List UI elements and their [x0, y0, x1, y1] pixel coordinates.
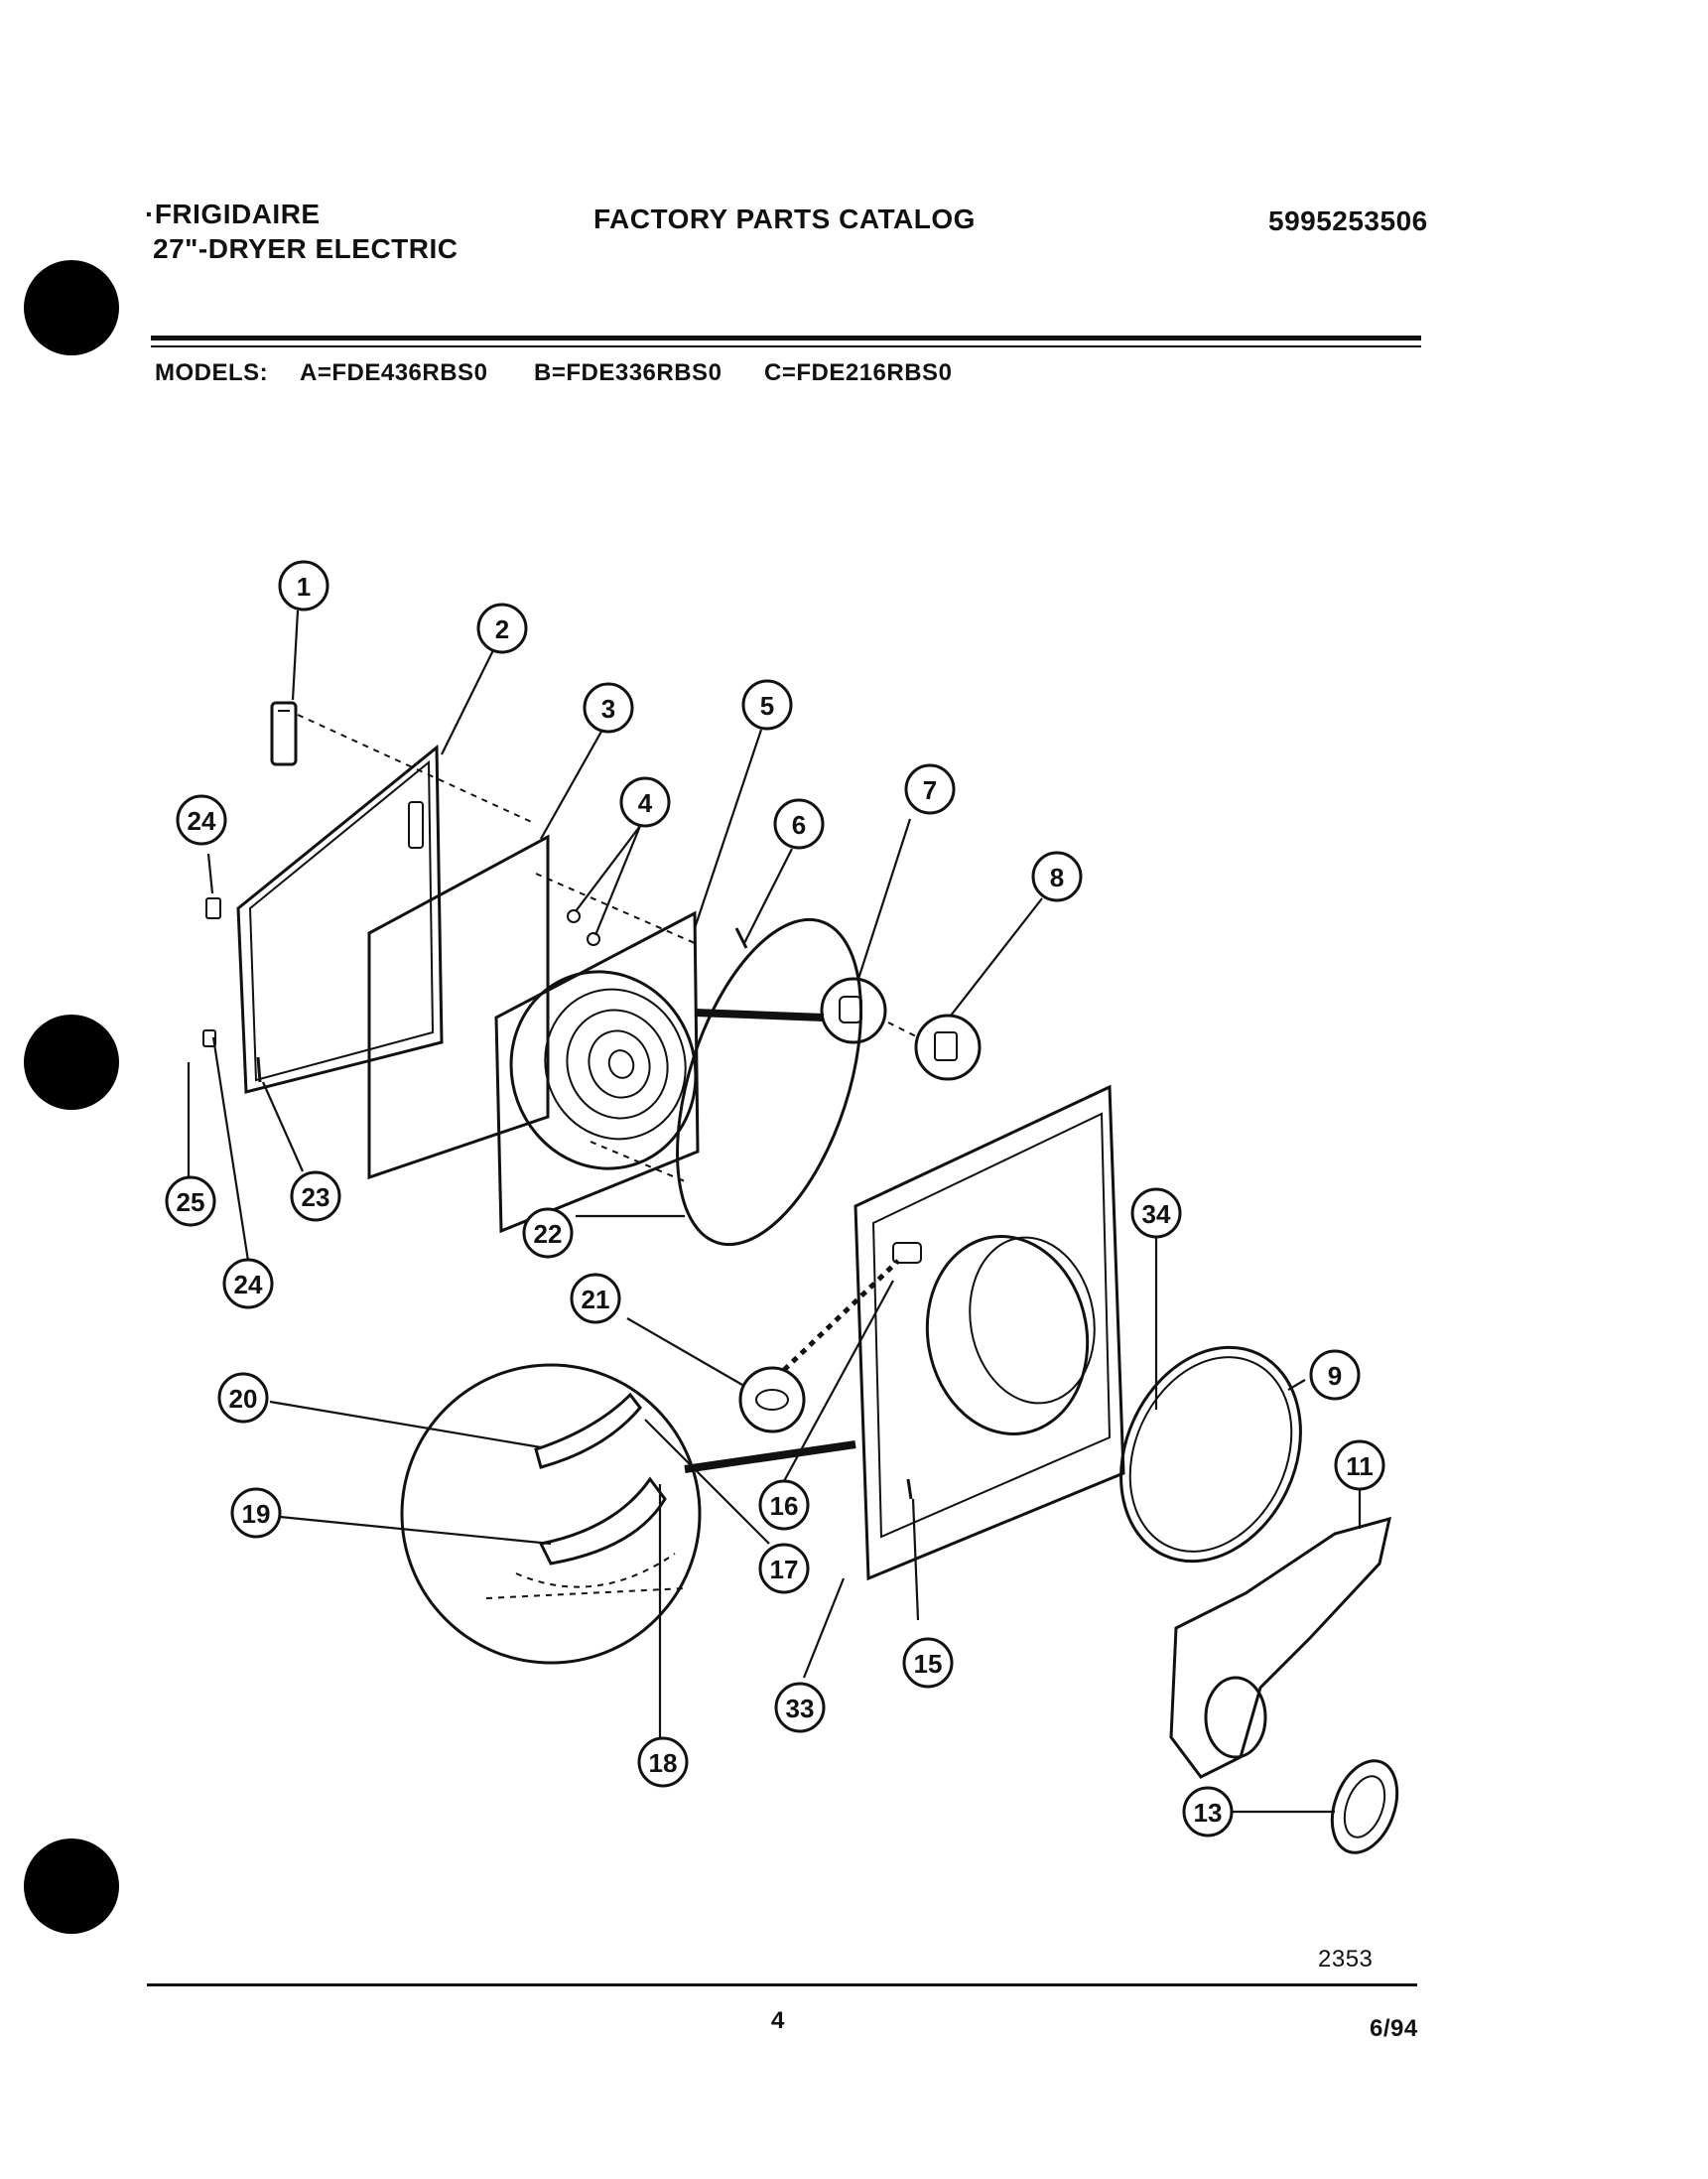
callout-label: 13	[1194, 1798, 1223, 1828]
callout-11: 11	[1334, 1439, 1385, 1491]
callout-label: 9	[1328, 1361, 1342, 1391]
callout-label: 3	[601, 694, 615, 724]
door-handle-part	[270, 701, 298, 766]
screw-part	[734, 927, 748, 949]
strike-detail	[887, 1014, 982, 1081]
outer-door-panel-part	[236, 744, 444, 1094]
callout-label: 7	[923, 775, 937, 805]
catalog-number: 5995253506	[1268, 205, 1428, 236]
model-b: B=FDE336RBS0	[534, 359, 723, 386]
figure-number: 2353	[1318, 1946, 1374, 1973]
door-liner-part	[367, 834, 550, 1180]
callout-label: 1	[297, 572, 311, 602]
callout-9: 9	[1309, 1349, 1361, 1401]
callout-label: 24	[234, 1270, 263, 1299]
callout-label: 18	[649, 1748, 678, 1778]
assembly-line	[535, 873, 696, 944]
brand-name: ·FRIGIDAIRE	[145, 199, 321, 229]
callout-1: 1	[278, 560, 329, 612]
front-bearing-ring-part	[1119, 1345, 1302, 1564]
callout-21: 21	[570, 1273, 621, 1324]
duct-seal-part	[1330, 1759, 1399, 1854]
catalog-title: FACTORY PARTS CATALOG	[593, 204, 976, 234]
screw-part	[906, 1478, 913, 1500]
product-name: 27"-DRYER ELECTRIC	[153, 233, 459, 264]
callout-label: 23	[302, 1182, 330, 1212]
door-switch-detail	[738, 1259, 900, 1433]
callout-17: 17	[758, 1543, 810, 1594]
callout-16: 16	[758, 1479, 810, 1531]
model-c: C=FDE216RBS0	[764, 359, 953, 386]
header-rule	[151, 345, 1421, 347]
callout-3: 3	[583, 682, 634, 734]
callout-34: 34	[1130, 1187, 1182, 1239]
callout-25: 25	[165, 1175, 216, 1227]
callout-5: 5	[741, 679, 793, 731]
callout-label: 11	[1346, 1451, 1374, 1481]
clip-part	[567, 909, 581, 923]
catch-part	[205, 897, 221, 919]
catch-part	[202, 1029, 216, 1047]
hinge-detail	[694, 977, 887, 1044]
callout-label: 2	[495, 614, 509, 644]
callout-2: 2	[476, 603, 528, 654]
callout-8: 8	[1031, 851, 1083, 902]
callout-label: 22	[534, 1219, 563, 1249]
model-a: A=FDE436RBS0	[300, 359, 488, 386]
header-rule	[151, 336, 1421, 340]
callout-6: 6	[773, 798, 825, 850]
callout-label: 20	[229, 1384, 258, 1414]
callout-label: 21	[582, 1285, 610, 1314]
heater-detail-circle	[400, 1363, 856, 1665]
callout-23: 23	[290, 1170, 341, 1222]
callout-label: 34	[1142, 1199, 1171, 1229]
callout-label: 25	[177, 1187, 205, 1217]
page-number: 4	[771, 2007, 785, 2034]
callout-24-top: 24	[176, 794, 227, 846]
callout-label: 17	[770, 1555, 799, 1584]
callout-20: 20	[217, 1372, 269, 1424]
callout-label: 5	[760, 691, 774, 721]
revision-date: 6/94	[1370, 2015, 1418, 2042]
callout-19: 19	[230, 1487, 282, 1539]
callout-33: 33	[774, 1682, 826, 1733]
inner-door-part	[494, 910, 700, 1234]
callout-label: 24	[188, 806, 216, 836]
lint-duct-part	[1169, 1516, 1392, 1779]
binder-hole	[24, 260, 119, 355]
callout-label: 16	[770, 1491, 799, 1521]
models-label: MODELS:	[155, 359, 269, 386]
door-gasket-part	[676, 917, 862, 1247]
footer-rule	[147, 1983, 1417, 1986]
front-bearing-ring-inner	[1128, 1356, 1293, 1553]
front-panel-part	[854, 1084, 1125, 1581]
callout-13: 13	[1182, 1786, 1234, 1838]
clip-part	[587, 932, 600, 946]
callout-label: 15	[914, 1649, 943, 1679]
assembly-line	[297, 714, 537, 825]
binder-hole	[24, 1015, 119, 1110]
callout-label: 33	[786, 1694, 815, 1723]
callout-7: 7	[904, 763, 956, 815]
callout-label: 6	[792, 810, 806, 840]
binder-hole	[24, 1839, 119, 1934]
callout-label: 8	[1050, 863, 1064, 892]
callout-18: 18	[637, 1736, 689, 1788]
callout-15: 15	[902, 1637, 954, 1689]
assembly-line	[590, 1141, 686, 1182]
screw-part	[256, 1056, 262, 1083]
leader-lines	[187, 610, 1362, 1814]
callout-24-bottom: 24	[222, 1258, 274, 1309]
callout-4: 4	[619, 776, 671, 828]
callout-label: 19	[242, 1499, 271, 1529]
callout-22: 22	[522, 1207, 574, 1259]
callout-label: 4	[638, 788, 653, 818]
